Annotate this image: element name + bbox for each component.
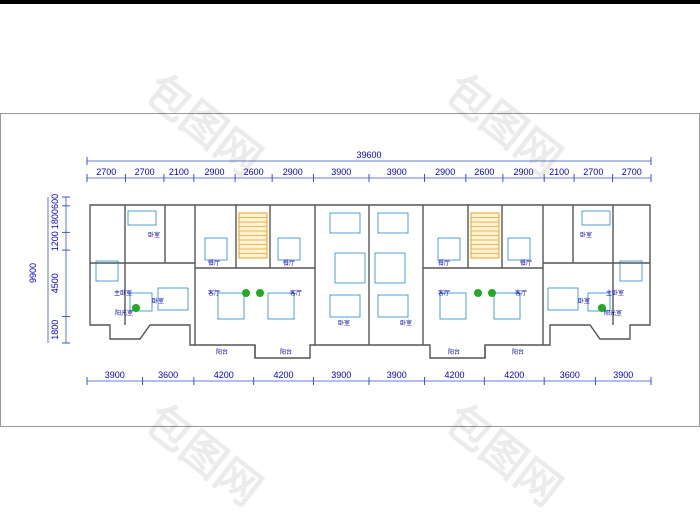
total-width-label: 39600: [356, 150, 381, 160]
floor-plan-drawing: 39600 2700 2700 2100 2900 2600 2900 3900 3900 29…: [0, 113, 700, 427]
total-depth-label: 9900: [28, 263, 38, 283]
left-dim-4: 1800: [50, 320, 60, 340]
top-dim-13: 2700: [622, 167, 642, 177]
top-dimension-labels: 2700 2700 2100 2900 2600 2900 3900 3900 2900 2600…: [86, 167, 652, 182]
room-labels: 餐厅 餐厅 餐厅 餐厅 客厅 客厅 客厅 客厅 卧室 卧室 卧室 卧室 卧室 卧…: [114, 231, 624, 356]
room-label-balcony-4: 阳台: [512, 348, 524, 356]
room-label-balcony-2: 阳台: [280, 348, 292, 356]
room-label-living-2: 客厅: [290, 289, 302, 297]
plants: [132, 289, 606, 312]
room-label-master-1: 主卧室: [114, 289, 132, 297]
bottom-dim-7: 4200: [504, 370, 524, 380]
top-dim-2: 2100: [169, 167, 189, 177]
stairwell-right: [470, 212, 500, 259]
bottom-dim-4: 3900: [331, 370, 351, 380]
top-dim-11: 2100: [549, 167, 569, 177]
room-label-master-2: 主卧室: [606, 289, 624, 297]
left-dim-1: 1800: [50, 209, 60, 229]
top-dim-0: 2700: [96, 167, 116, 177]
bottom-dim-0: 3900: [105, 370, 125, 380]
room-label-balcony-3: 阳台: [448, 348, 460, 356]
stairwell-left: [238, 212, 268, 259]
room-label-balcony-1: 阳台: [216, 348, 228, 356]
room-label-dining-2: 餐厅: [283, 259, 295, 267]
room-label-sunroom-1: 阳光室: [115, 309, 133, 317]
left-dim-2: 1200: [50, 231, 60, 251]
top-dim-10: 2900: [514, 167, 534, 177]
top-black-bar: [0, 0, 700, 4]
room-label-dining-3: 餐厅: [438, 259, 450, 267]
room-label-bedroom-1: 卧室: [148, 231, 160, 239]
floor-plan-svg: 39600 2700 2700 2100 2900 2600 2900 3900 3900 29…: [0, 113, 700, 427]
top-dim-12: 2700: [583, 167, 603, 177]
bottom-dim-2: 4200: [214, 370, 234, 380]
top-dim-1: 2700: [135, 167, 155, 177]
bottom-dim-3: 4200: [274, 370, 294, 380]
furniture: [95, 210, 643, 320]
top-dim-3: 2900: [204, 167, 224, 177]
left-dim-0: 600: [50, 194, 60, 209]
bottom-dim-9: 3900: [613, 370, 633, 380]
room-label-bedroom-2: 卧室: [580, 231, 592, 239]
bottom-dim-6: 4200: [444, 370, 464, 380]
bottom-dim-5: 3900: [387, 370, 407, 380]
total-width-dimension: 39600: [86, 150, 652, 165]
room-label-living-1: 客厅: [208, 289, 220, 297]
top-dim-7: 3900: [387, 167, 407, 177]
room-label-living-4: 客厅: [515, 289, 527, 297]
top-dim-8: 2900: [435, 167, 455, 177]
bottom-dimension-labels: 3900 3600 4200 4200 3900 3900 4200 4200 3600 3900: [86, 370, 652, 385]
room-label-living-3: 客厅: [438, 289, 450, 297]
room-label-bedroom-3: 卧室: [152, 297, 164, 305]
room-label-bedroom-5: 卧室: [338, 319, 350, 327]
room-label-bedroom-4: 卧室: [578, 297, 590, 305]
room-label-dining-4: 餐厅: [520, 259, 532, 267]
top-dim-6: 3900: [331, 167, 351, 177]
top-dim-9: 2600: [474, 167, 494, 177]
drawing-border: [0, 113, 700, 427]
left-dim-3: 4500: [50, 273, 60, 293]
room-label-dining-1: 餐厅: [208, 259, 220, 267]
bottom-dim-8: 3600: [560, 370, 580, 380]
top-dim-5: 2900: [283, 167, 303, 177]
top-dim-4: 2600: [244, 167, 264, 177]
room-label-bedroom-6: 卧室: [400, 319, 412, 327]
bottom-dim-1: 3600: [158, 370, 178, 380]
room-label-sunroom-2: 阳光室: [604, 309, 622, 317]
building-walls: [89, 204, 651, 359]
